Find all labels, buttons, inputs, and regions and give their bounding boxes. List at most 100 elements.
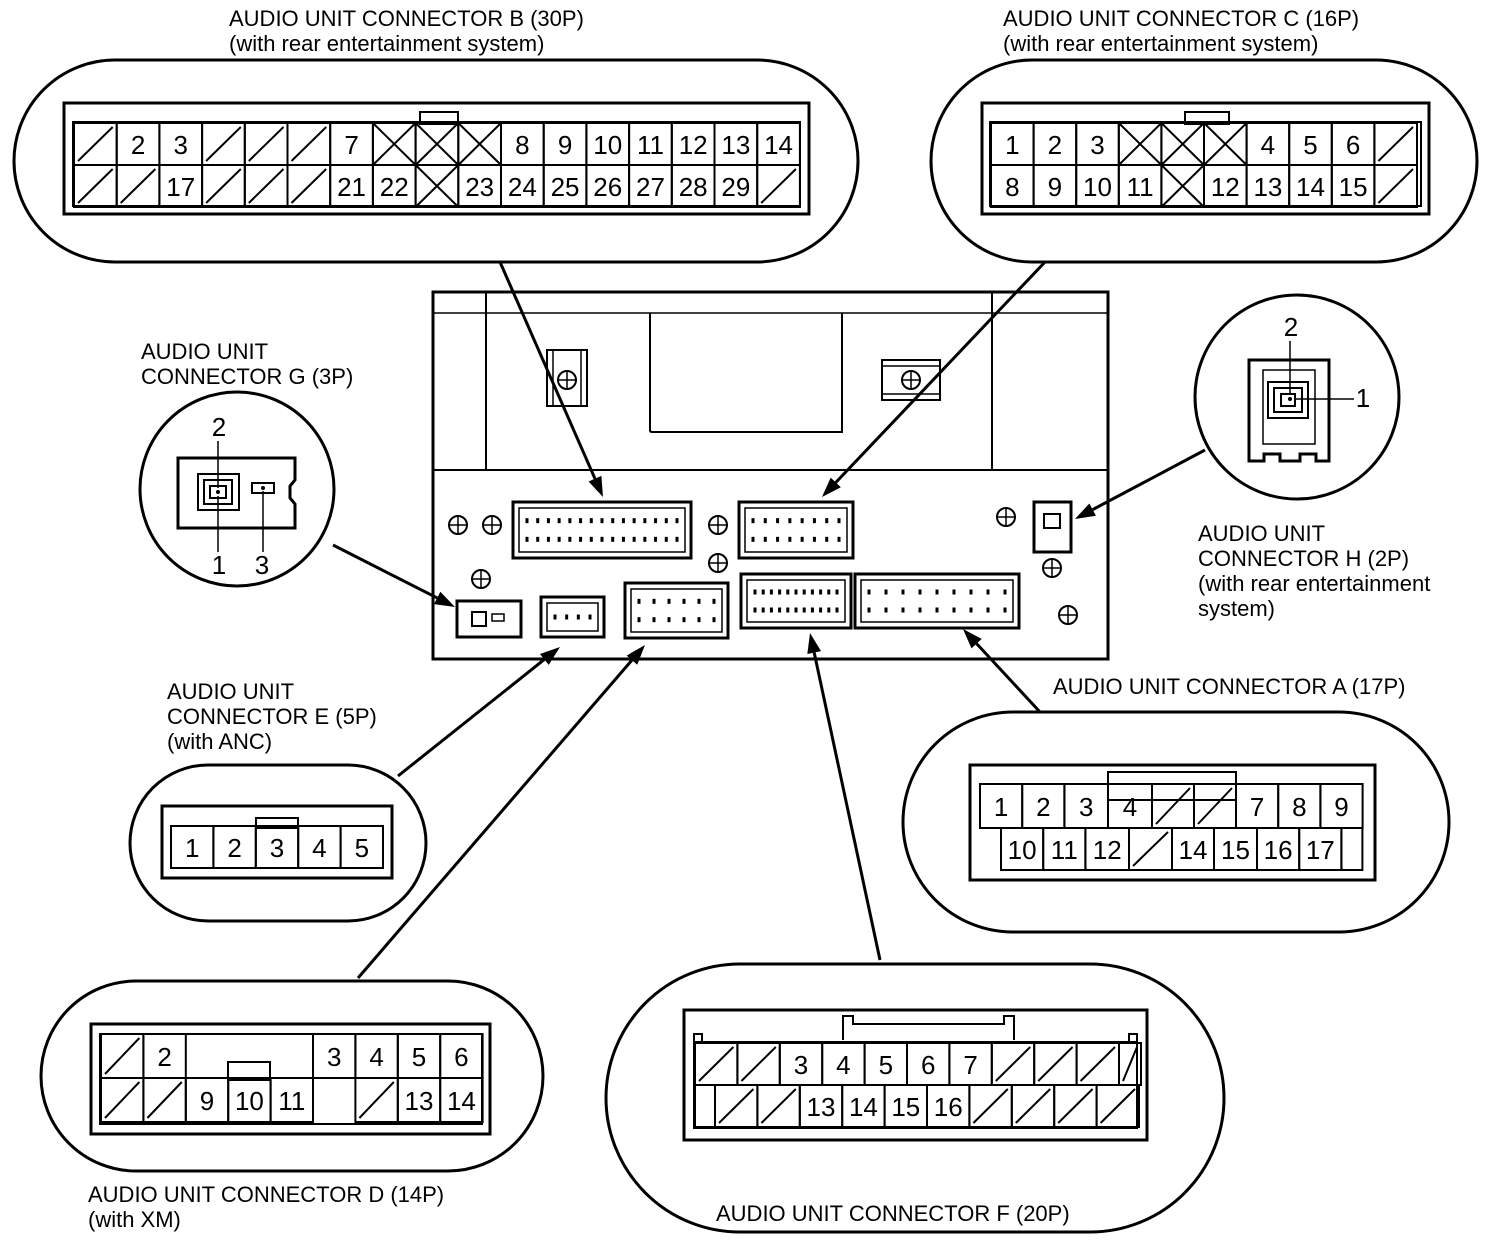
socket-pin xyxy=(901,589,905,595)
empty-pin-slash xyxy=(718,1088,755,1124)
socket-pin xyxy=(769,607,773,613)
empty-pin-slash xyxy=(1197,787,1233,825)
connector-g-callout xyxy=(138,390,336,588)
mount-bracket-inner xyxy=(881,365,941,395)
label-connector-f-line-1: AUDIO UNIT CONNECTOR F (20P) xyxy=(716,1201,1070,1226)
leader-line xyxy=(356,659,634,979)
d-row2-cell: 13 xyxy=(396,1077,442,1123)
label-connector-f: AUDIO UNIT CONNECTOR F (20P) xyxy=(716,1201,1070,1226)
socket-pin xyxy=(589,518,593,524)
pin-number: 14 xyxy=(764,130,793,160)
pin-number: 3 xyxy=(255,550,269,580)
socket-pin xyxy=(654,518,658,524)
socket-pin xyxy=(751,536,755,542)
pin-number: 17 xyxy=(166,172,195,202)
socket-connector-d xyxy=(623,581,730,640)
empty-pin-slash xyxy=(1099,1088,1136,1124)
pin-number: 13 xyxy=(721,130,750,160)
pin-number: 15 xyxy=(1221,835,1250,865)
empty-pin-slash xyxy=(205,168,242,204)
leader-line xyxy=(498,261,597,480)
socket-inner xyxy=(518,507,686,553)
connector-f-end-cell xyxy=(694,1084,716,1128)
socket-outline xyxy=(623,581,730,640)
pin-number: 23 xyxy=(465,172,494,202)
pin-number: 16 xyxy=(934,1092,963,1122)
connector-e-housing xyxy=(160,804,394,880)
label-connector-b-line-2: (with rear entertainment system) xyxy=(229,31,545,56)
socket-pin xyxy=(600,536,604,542)
audio-unit-body xyxy=(431,290,1110,661)
empty-pin-slash xyxy=(1015,1088,1051,1124)
socket-inner xyxy=(860,579,1014,623)
pin-number: 1 xyxy=(185,833,199,863)
empty-pin-slash xyxy=(1079,1046,1116,1082)
socket-pin-cavity xyxy=(1043,513,1061,529)
pin-number: 8 xyxy=(1005,172,1019,202)
empty-pin-slash xyxy=(1037,1046,1074,1082)
pin-number: 2 xyxy=(131,130,145,160)
connector-d-key xyxy=(227,1061,271,1081)
pin-number: 7 xyxy=(344,130,358,160)
socket-pin xyxy=(654,536,658,542)
pin-number: 7 xyxy=(1250,792,1264,822)
socket-pin xyxy=(901,607,905,613)
pin-number: 24 xyxy=(508,172,537,202)
socket-pin xyxy=(969,589,973,595)
leader-arrow-a xyxy=(963,629,1042,714)
pin-number: 8 xyxy=(515,130,529,160)
faceplate-screw-icon xyxy=(1042,558,1062,578)
socket-pin xyxy=(643,518,647,524)
pin-number: 4 xyxy=(312,833,326,863)
socket-pin xyxy=(553,614,557,620)
pin-number: 11 xyxy=(1127,172,1154,202)
blocked-cross xyxy=(372,122,417,166)
pin-number: 1 xyxy=(1005,130,1019,160)
b-row2-cell: 17 xyxy=(158,164,204,208)
empty-pin-slash xyxy=(248,126,285,162)
socket-pin xyxy=(525,518,529,524)
pin-number: 2 xyxy=(157,1042,171,1072)
pin-number: 4 xyxy=(1261,130,1275,160)
empty-pin-slash xyxy=(77,126,114,162)
socket-pin xyxy=(986,607,990,613)
socket-pin xyxy=(867,607,871,613)
socket-connector-h xyxy=(1032,500,1073,554)
pin-number: 3 xyxy=(270,833,284,863)
connector-f-guide xyxy=(1128,1033,1138,1042)
connector-a-end-cell xyxy=(1340,827,1364,871)
socket-connector-a xyxy=(853,572,1021,630)
faceplate-screw-icon xyxy=(996,507,1016,527)
f-row2-cell xyxy=(1095,1084,1140,1128)
leader-arrow-h xyxy=(1075,448,1206,519)
socket-pin xyxy=(761,607,765,613)
f-row2-cell: 14 xyxy=(841,1084,886,1128)
c-row2-cell: 10 xyxy=(1075,164,1120,208)
leader-line xyxy=(975,642,1042,714)
socket-pin xyxy=(588,614,592,620)
empty-cell xyxy=(756,164,801,208)
socket-outline xyxy=(853,572,1021,630)
socket-outline xyxy=(539,595,606,639)
pin-number: 4 xyxy=(369,1042,383,1072)
socket-pin xyxy=(763,536,767,542)
pin-number: 5 xyxy=(355,833,369,863)
socket-pin xyxy=(589,536,593,542)
blocked-cross xyxy=(1203,122,1248,166)
b-row2-cell xyxy=(756,164,801,208)
empty-pin-slash xyxy=(1377,126,1414,162)
b-row2-cell: 25 xyxy=(542,164,588,208)
label-connector-d-line-2: (with XM) xyxy=(88,1207,181,1232)
pin-number: 16 xyxy=(1264,835,1293,865)
connector-h-callout xyxy=(1193,293,1401,501)
socket-pin xyxy=(611,518,615,524)
socket-pin xyxy=(637,617,641,623)
label-connector-e-line-1: AUDIO UNIT xyxy=(167,679,295,704)
connector-b-callout xyxy=(12,58,860,264)
mount-bracket-inner xyxy=(552,349,582,407)
empty-pin-slash xyxy=(120,168,157,204)
